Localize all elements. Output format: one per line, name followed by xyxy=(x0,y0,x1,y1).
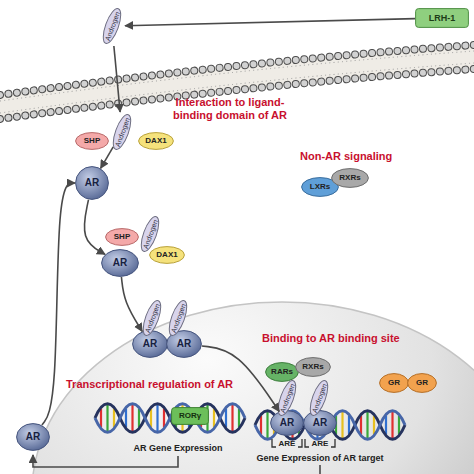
section-heading: Non-AR signaling xyxy=(300,150,430,163)
node-outline xyxy=(416,9,469,28)
node-text: SHP xyxy=(84,137,100,145)
section-heading: Transcriptional regulation of AR xyxy=(66,378,266,391)
node-text: AR xyxy=(313,418,327,428)
node-outline xyxy=(110,113,135,152)
node-outline xyxy=(17,424,50,451)
receptor-circle: AR xyxy=(16,423,50,451)
receptor-circle: AR xyxy=(270,410,304,436)
flow-arrow xyxy=(114,46,120,112)
dna-helix xyxy=(95,404,245,433)
node-outline xyxy=(271,411,304,436)
node-outline xyxy=(133,331,168,358)
protein-oval: GR xyxy=(407,373,437,393)
dna-strand xyxy=(95,404,245,433)
node-outline xyxy=(408,374,437,393)
flow-arrow xyxy=(84,200,105,255)
node-text: DAX1 xyxy=(156,251,177,259)
node-outline xyxy=(102,250,139,277)
process-label: Gene Expression of AR target xyxy=(245,453,395,463)
element-label: ARE xyxy=(272,439,302,448)
node-text: DAX1 xyxy=(145,137,166,145)
node-outline xyxy=(275,379,300,418)
node-outline xyxy=(106,229,139,246)
flow-arrow xyxy=(319,465,321,474)
node-outline xyxy=(167,331,202,358)
androgen-oval: Androgen xyxy=(109,112,135,152)
receptor-circle: AR xyxy=(75,166,109,200)
node-text: GR xyxy=(388,379,400,387)
node-text: AR xyxy=(26,432,40,442)
flow-arrow xyxy=(101,147,114,168)
node-text: LRH-1 xyxy=(429,14,456,23)
receptor-circle: AR xyxy=(303,410,337,436)
node-outline xyxy=(380,374,409,393)
protein-box: RORγ xyxy=(171,407,209,425)
process-label: AR Gene Expression xyxy=(123,443,233,453)
protein-oval: SHP xyxy=(75,132,109,150)
androgen-oval: Androgen xyxy=(99,6,125,46)
node-text: RXRs xyxy=(339,174,360,182)
protein-oval: GR xyxy=(379,373,409,393)
node-outline xyxy=(76,133,109,150)
protein-oval: RXRs xyxy=(331,168,369,188)
flow-arrow xyxy=(121,277,142,331)
node-text: GR xyxy=(416,379,428,387)
node-text: RARs xyxy=(271,368,293,376)
protein-oval: RARs xyxy=(265,362,299,382)
node-outline xyxy=(150,247,185,264)
node-text: AR xyxy=(177,339,191,349)
node-text: SHP xyxy=(114,233,130,241)
protein-box: LRH-1 xyxy=(415,8,469,28)
protein-oval: DAX1 xyxy=(138,132,174,150)
node-outline xyxy=(296,358,331,377)
receptor-circle: AR xyxy=(101,249,139,277)
flow-arrow xyxy=(33,455,178,467)
node-text: RXRs xyxy=(302,363,323,371)
node-text: RORγ xyxy=(179,412,201,420)
section-heading: Interaction to ligand-binding domain of … xyxy=(160,96,300,121)
protein-oval: DAX1 xyxy=(149,246,185,264)
node-text: AR xyxy=(85,178,99,188)
node-outline xyxy=(140,299,165,338)
node-text: LXRs xyxy=(310,183,330,191)
flow-arrow xyxy=(125,19,415,26)
node-outline xyxy=(304,411,337,436)
section-heading: Binding to AR binding site xyxy=(262,332,432,345)
protein-oval: RXRs xyxy=(295,357,331,377)
node-outline xyxy=(100,7,125,46)
element-label: ARE xyxy=(305,439,335,448)
node-outline xyxy=(172,408,209,425)
node-text: AR xyxy=(280,418,294,428)
node-text: AR xyxy=(143,339,157,349)
node-outline xyxy=(76,167,109,200)
nucleus xyxy=(32,302,474,474)
node-text: AR xyxy=(113,258,127,268)
dna-helix xyxy=(255,411,405,440)
protein-oval: SHP xyxy=(105,228,139,246)
node-outline xyxy=(332,169,369,188)
dna-strand xyxy=(95,404,245,433)
node-outline xyxy=(266,363,299,382)
node-outline xyxy=(139,133,174,150)
